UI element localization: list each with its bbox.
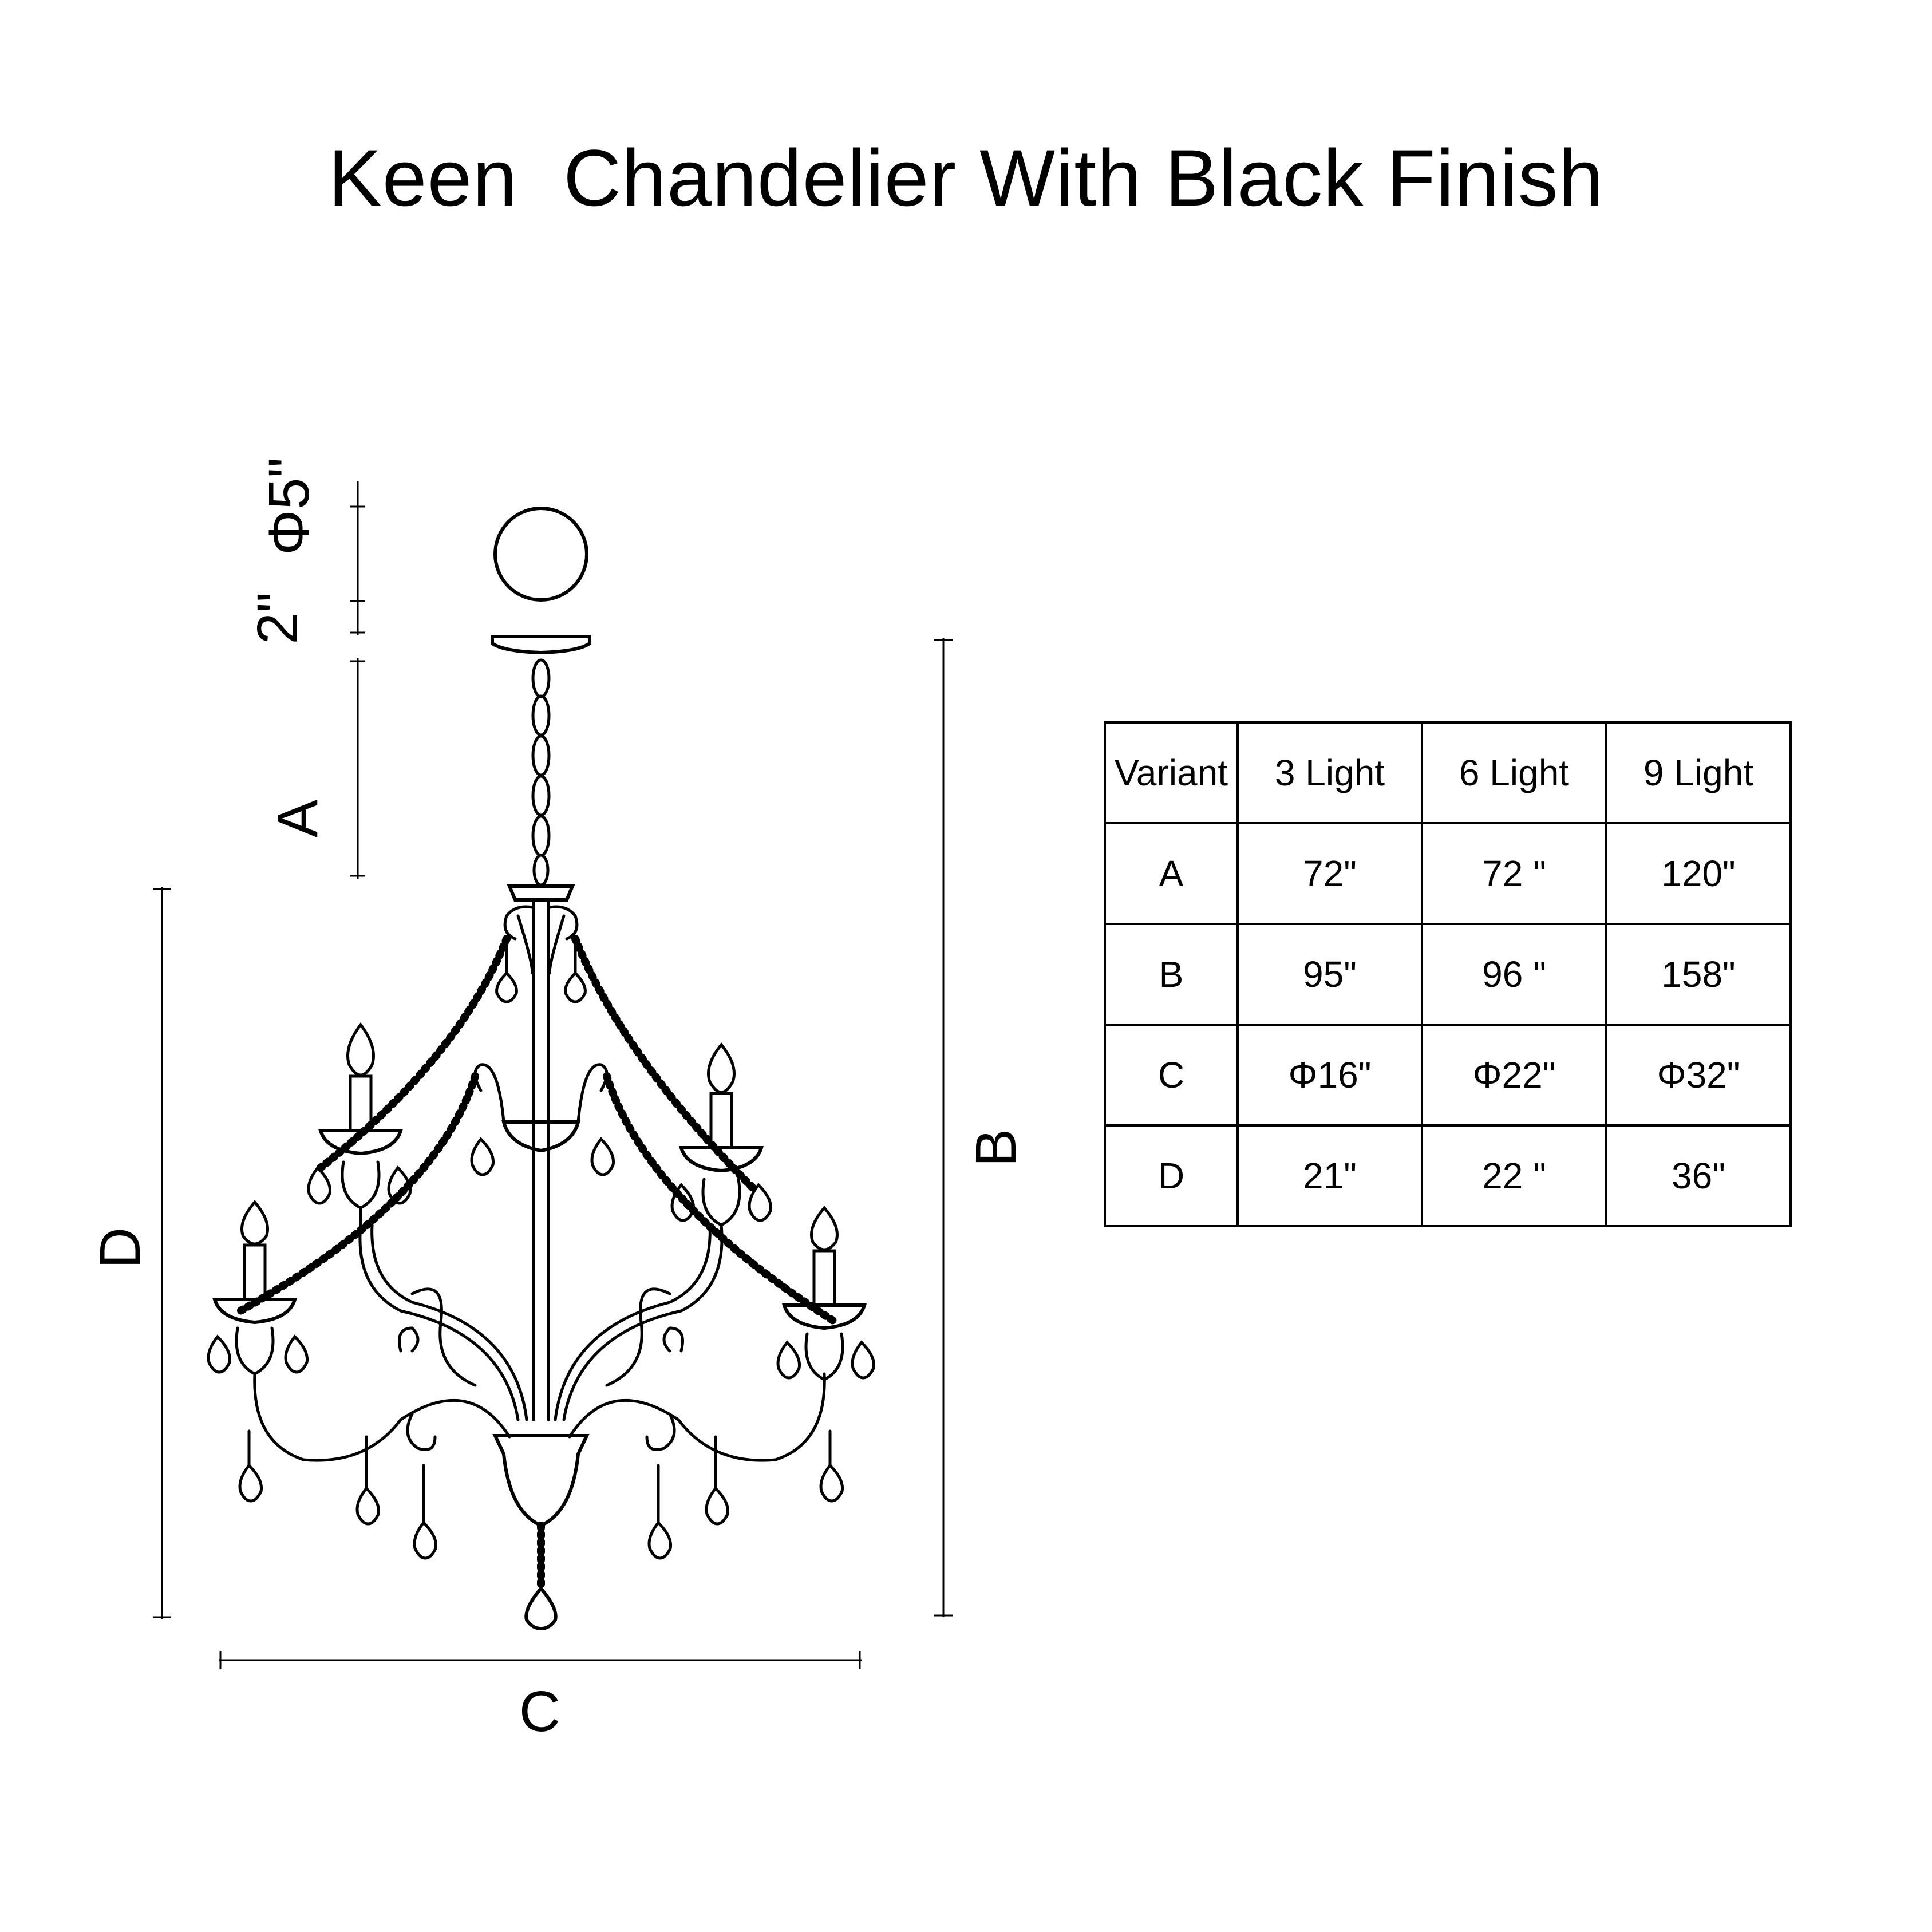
table-header-row: Variant 3 Light 6 Light 9 Light <box>1104 721 1792 824</box>
dimension-line-c <box>219 1651 862 1669</box>
bead-swag-left-upper <box>317 935 511 1172</box>
table-cell: Φ22" <box>1421 1024 1607 1127</box>
table-cell: Φ32" <box>1605 1024 1792 1127</box>
dimension-label-canopy-height: 2" <box>246 592 310 645</box>
bead-swag-right-lower <box>603 1072 840 1326</box>
candle-cup-upper-left <box>318 1129 403 1156</box>
table-header: 3 Light <box>1236 721 1423 824</box>
dimension-line-canopy <box>350 481 365 635</box>
table-cell: Φ16" <box>1236 1024 1423 1127</box>
table-row: D 21" 22 " 36" <box>1104 1124 1792 1227</box>
table-cell: D <box>1104 1124 1239 1227</box>
dimension-label-canopy-diameter: Φ5" <box>257 457 321 555</box>
dimension-line-b <box>934 638 953 1617</box>
canopy-top-view <box>493 507 588 602</box>
table-cell: C <box>1104 1024 1239 1127</box>
table-cell: 95" <box>1236 923 1423 1026</box>
table-header: 9 Light <box>1605 721 1792 824</box>
table-cell: 36" <box>1605 1124 1792 1227</box>
dimension-line-d <box>153 887 171 1619</box>
upper-arm-left <box>358 1223 520 1421</box>
candle-cup-upper-right <box>679 1146 764 1173</box>
table-cell: 120" <box>1605 822 1792 925</box>
table-row: A 72" 72 " 120" <box>1104 822 1792 925</box>
chain <box>531 658 551 887</box>
bottom-drop <box>524 1586 558 1631</box>
lower-arm-right <box>568 1372 826 1462</box>
table-row: C Φ16" Φ22" Φ32" <box>1104 1024 1792 1127</box>
dimension-label-c: C <box>519 1680 561 1744</box>
dimension-label-a: A <box>266 799 330 838</box>
table-header: Variant <box>1104 721 1239 824</box>
candle-cup-lower-left <box>212 1298 297 1325</box>
bead-swag-right-upper <box>571 935 760 1195</box>
candle-cup-lower-right <box>782 1303 867 1330</box>
table-cell: 72" <box>1236 822 1423 925</box>
table-row: B 95" 96 " 158" <box>1104 923 1792 1026</box>
upper-arm-right <box>562 1223 724 1421</box>
candle-upper-right <box>707 1042 736 1149</box>
bottom-bowl <box>492 1434 590 1528</box>
candle-lower-left <box>240 1200 269 1301</box>
dimension-label-d: D <box>88 1227 152 1269</box>
dimension-label-b: B <box>964 1128 1028 1167</box>
candle-lower-right <box>810 1206 839 1307</box>
table-cell: 22 " <box>1421 1124 1607 1227</box>
bead-swag-left-lower <box>236 1072 479 1315</box>
middle-cup <box>501 1120 580 1153</box>
table-header: 6 Light <box>1421 721 1607 824</box>
table-cell: 158" <box>1605 923 1792 1026</box>
crystal-drops <box>207 937 876 1560</box>
top-cup <box>507 884 575 902</box>
table-cell: B <box>1104 923 1239 1026</box>
table-cell: A <box>1104 822 1239 925</box>
ceiling-plate <box>491 635 591 655</box>
page-title: Keen Chandelier With Black Finish <box>328 133 1604 223</box>
candle-upper-left <box>346 1022 375 1132</box>
specs-table: Variant 3 Light 6 Light 9 Light A 72" 72… <box>1104 721 1792 1227</box>
table-cell: 21" <box>1236 1124 1423 1227</box>
lower-arm-left <box>253 1372 511 1462</box>
table-cell: 72 " <box>1421 822 1607 925</box>
table-cell: 96 " <box>1421 923 1607 1026</box>
dimension-line-a <box>350 658 365 879</box>
